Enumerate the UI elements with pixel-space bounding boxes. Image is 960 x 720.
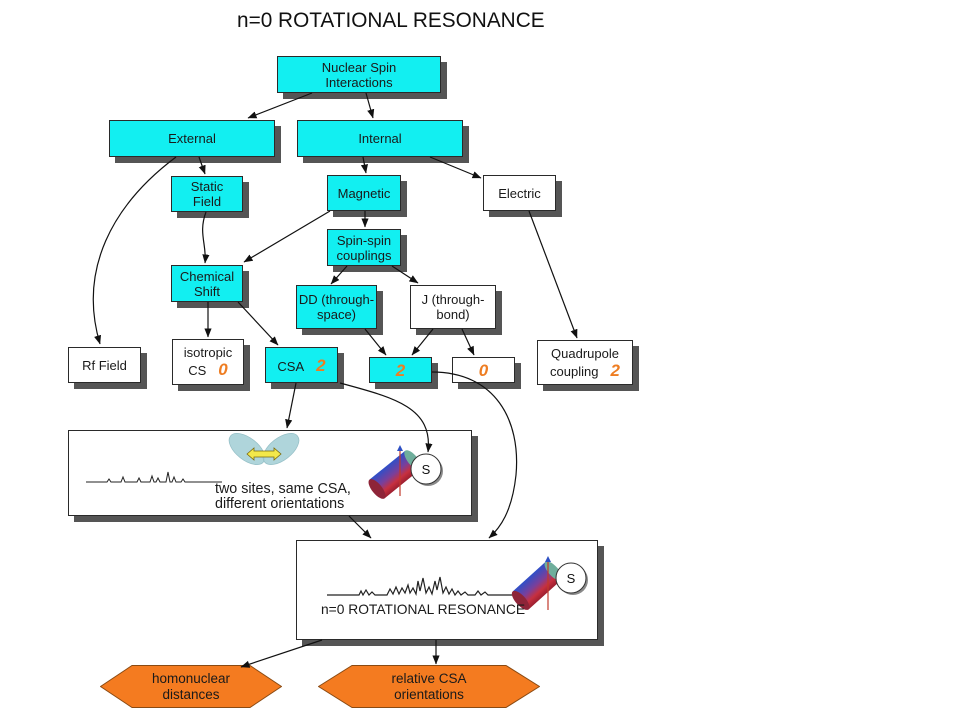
rotor-icon: S xyxy=(368,445,443,499)
node-label-line: Quadrupole xyxy=(551,345,619,361)
arrow-spin-spin-to-dd xyxy=(330,265,348,285)
node-label-text: CS xyxy=(188,363,207,378)
arrow-internal-to-magnetic xyxy=(360,156,368,174)
arrow-j-to-rank-2 xyxy=(411,328,434,356)
double-arrow-icon xyxy=(246,447,282,461)
arrow-magnetic-to-chemical-shift xyxy=(243,210,331,263)
node-label-line: Shift xyxy=(193,283,220,299)
node-csa: CSA 2 xyxy=(265,347,338,383)
outcome-label: relative CSA orientations xyxy=(318,665,540,708)
page-title: n=0 ROTATIONAL RESONANCE xyxy=(237,9,545,32)
caption-line: different orientations xyxy=(215,496,345,512)
node-label-line: coupling 2 xyxy=(550,361,620,380)
node-label-line: Rf Field xyxy=(82,357,127,373)
node-label-line: DD (through- xyxy=(298,292,375,307)
outcome-label-line: orientations xyxy=(394,686,464,702)
node-label-line: Internal xyxy=(358,131,402,146)
node-label-line: Field xyxy=(192,194,222,209)
arrow-dd-to-rank-2 xyxy=(364,328,387,356)
arrow-chemical-shift-to-csa xyxy=(237,301,279,346)
node-label-line: Spin-spin xyxy=(336,232,392,248)
node-quadrupole-coupling: Quadrupole coupling 2 xyxy=(537,340,633,385)
node-label-text: CSA xyxy=(277,358,305,374)
arrow-j-to-rank-0 xyxy=(461,328,475,356)
node-coupling-rank-2: 2 xyxy=(369,357,432,383)
spectrum-trace xyxy=(327,576,527,597)
node-label-line: CS 0 xyxy=(188,360,228,379)
node-label-line: isotropic xyxy=(183,345,233,360)
outcome-label-line: relative CSA xyxy=(391,670,467,686)
arrow-spin-spin-to-j xyxy=(391,265,419,284)
caption-line: two sites, same CSA, xyxy=(215,481,351,497)
arrow-rr-panel-to-homonuclear xyxy=(240,639,323,668)
panel-rotational-resonance: S n=0 ROTATIONAL RESONANCE xyxy=(296,540,598,640)
node-label-line: space) xyxy=(316,307,357,322)
node-label-line: Interactions xyxy=(325,74,393,90)
node-label-line: Static xyxy=(190,179,224,194)
outcome-label: homonuclear distances xyxy=(100,665,282,708)
panel-caption: two sites, same CSA, different orientati… xyxy=(215,482,351,512)
node-label-line: External xyxy=(168,131,216,146)
node-spin-spin-couplings: Spin-spin couplings xyxy=(327,229,401,266)
node-chemical-shift: Chemical Shift xyxy=(171,265,243,302)
node-label-text: coupling xyxy=(550,363,599,379)
arrow-nuclear-spin-to-internal xyxy=(365,92,375,119)
rotor-icon: S xyxy=(511,556,588,610)
hexagon-shape xyxy=(318,665,540,708)
spin-label: S xyxy=(567,571,576,586)
rank-value: 0 xyxy=(218,360,228,379)
node-label-line: bond) xyxy=(436,307,470,322)
arrow-static-field-to-chemical-shift xyxy=(202,211,210,264)
node-label-line: J (through- xyxy=(421,292,485,307)
node-label-line: Magnetic xyxy=(337,185,391,201)
arrow-orientation-panel-to-rr-panel xyxy=(348,515,372,539)
arrow-nuclear-spin-to-external xyxy=(247,92,313,119)
panel-graphics: S xyxy=(327,556,588,610)
node-label-line: Nuclear Spin xyxy=(321,59,397,75)
outcome-label-line: homonuclear xyxy=(151,670,231,686)
node-label-line: Electric xyxy=(498,185,541,201)
arrow-internal-to-electric xyxy=(429,156,482,179)
node-isotropic-cs: isotropic CS 0 xyxy=(172,339,244,385)
node-internal: Internal xyxy=(297,120,463,157)
panel-caption: n=0 ROTATIONAL RESONANCE xyxy=(321,602,526,617)
node-label-line: Chemical xyxy=(179,268,235,284)
rank-value: 2 xyxy=(395,360,406,380)
outcome-label-line: distances xyxy=(162,686,220,702)
node-label-line: CSA 2 xyxy=(277,356,325,375)
rank-value: 2 xyxy=(316,355,326,375)
csa-tensor-orientation-shape xyxy=(228,433,300,465)
outcome-homonuclear-distances: homonuclear distances xyxy=(100,665,282,708)
node-dipolar-coupling: DD (through- space) xyxy=(296,285,377,329)
arrow-csa-to-orientation-panel xyxy=(285,382,297,429)
spectrum-trace xyxy=(86,471,222,483)
arrow-external-to-static-field xyxy=(198,156,206,175)
node-rf-field: Rf Field xyxy=(68,347,141,383)
node-label-line: couplings xyxy=(336,247,392,263)
outcome-relative-csa-orientations: relative CSA orientations xyxy=(318,665,540,708)
hexagon-shape xyxy=(100,665,282,708)
panel-csa-orientation: S two sites, same CSA, different orienta… xyxy=(68,430,472,516)
node-electric: Electric xyxy=(483,175,556,211)
spin-label-badge xyxy=(555,562,587,594)
node-magnetic: Magnetic xyxy=(327,175,401,211)
node-coupling-rank-0: 0 xyxy=(452,357,515,383)
arrow-external-to-rf-field xyxy=(92,156,177,345)
rank-value: 2 xyxy=(610,360,620,380)
node-nuclear-spin-interactions: Nuclear Spin Interactions xyxy=(277,56,441,93)
spin-label: S xyxy=(422,462,431,477)
arrow-electric-to-quadrupole xyxy=(528,210,578,339)
node-static-field: Static Field xyxy=(171,176,243,212)
node-j-coupling: J (through- bond) xyxy=(410,285,496,329)
node-external: External xyxy=(109,120,275,157)
rank-value: 0 xyxy=(478,360,489,380)
